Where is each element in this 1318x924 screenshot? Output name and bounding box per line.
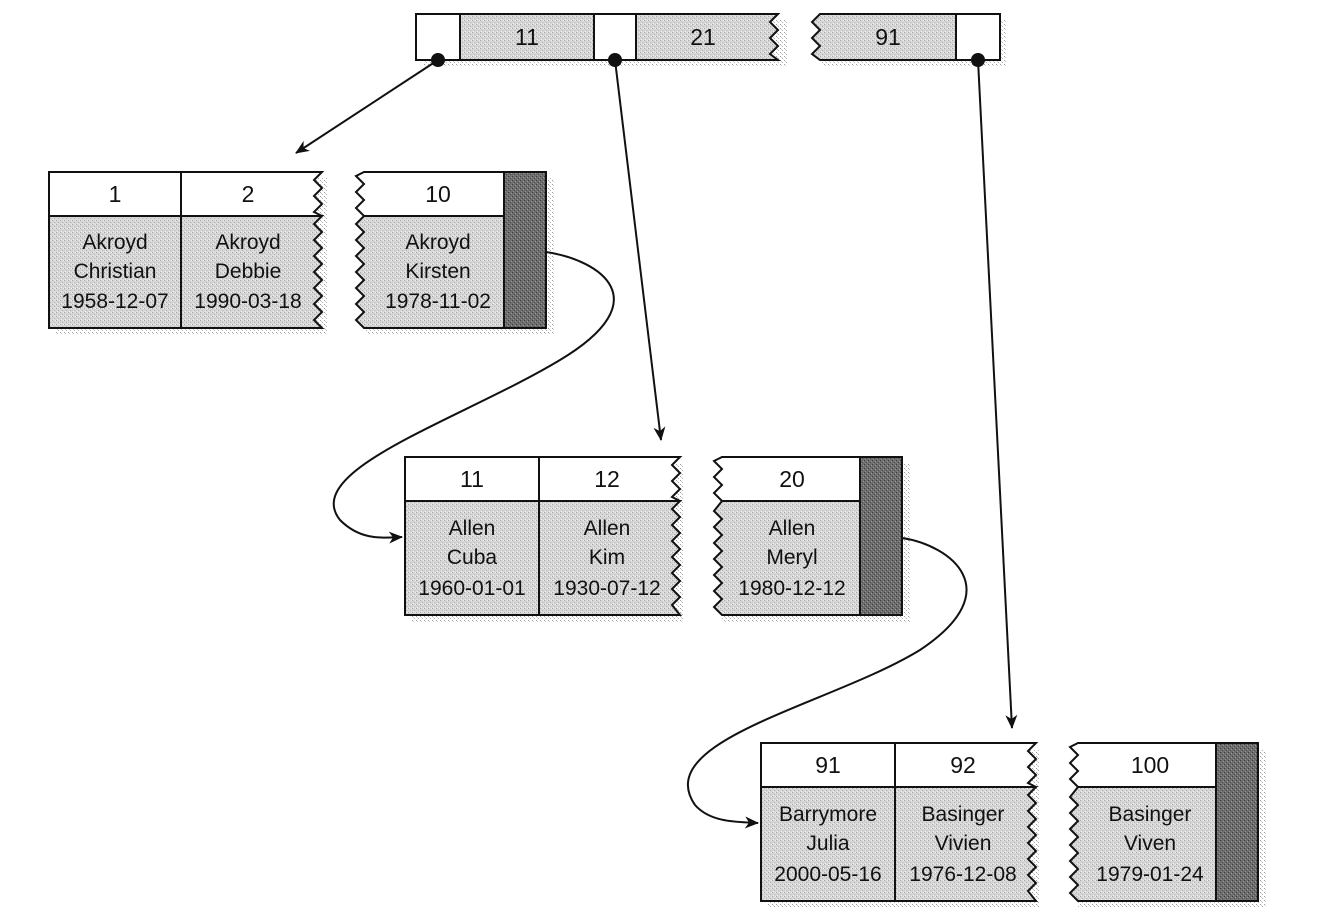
leaf-link-arrow-1 bbox=[332, 251, 615, 544]
leaf-3-rec-2-date: 1976-12-08 bbox=[909, 863, 1016, 886]
leaf-link-arrow-2 bbox=[686, 537, 968, 829]
leaf-2-rec-2-last: Allen bbox=[584, 517, 631, 540]
leaf-node-3: 91 92 100 Barrymore Julia 2000-05-16 Bas… bbox=[760, 742, 1266, 908]
leaf-3-rec-1-first: Julia bbox=[806, 832, 850, 855]
pointer-arrow-leaf-1 bbox=[295, 59, 439, 154]
leaf-1-rec-3-date: 1978-11-02 bbox=[385, 290, 491, 313]
leaf-1-rec-3-first: Kirsten bbox=[405, 260, 470, 283]
leaf-2-next-pointer bbox=[859, 456, 903, 616]
leaf-3-rec-2-first: Vivien bbox=[935, 832, 992, 855]
leaf-1-record-cell-2 bbox=[180, 215, 325, 329]
leaf-1-key-1: 1 bbox=[109, 181, 122, 207]
leaf-1-rec-2-first: Debbie bbox=[215, 260, 282, 283]
leaf-2-record-cell-3 bbox=[712, 500, 861, 616]
leaf-1-rec-1-last: Akroyd bbox=[82, 231, 147, 254]
root-key-2: 21 bbox=[690, 24, 716, 50]
leaf-3-key-1: 91 bbox=[815, 752, 841, 778]
leaf-2-rec-3-date: 1980-12-12 bbox=[738, 577, 845, 600]
leaf-2-rec-1-last: Allen bbox=[449, 517, 496, 540]
leaf-2-rec-1-first: Cuba bbox=[447, 546, 498, 569]
leaf-3-next-pointer bbox=[1215, 742, 1259, 902]
root-pointer-cell-3 bbox=[955, 13, 1001, 61]
leaf-3-rec-3-first: Viven bbox=[1124, 832, 1176, 855]
leaf-2-key-2: 12 bbox=[594, 466, 620, 492]
root-key-cell-2 bbox=[635, 13, 781, 61]
leaf-3-record-cell-2 bbox=[894, 786, 1039, 902]
leaf-3-rec-2-last: Basinger bbox=[922, 803, 1005, 826]
leaf-1-rec-3-last: Akroyd bbox=[405, 231, 470, 254]
leaf-1-rec-2-last: Akroyd bbox=[215, 231, 280, 254]
root-key-3: 91 bbox=[875, 24, 901, 50]
leaf-2-key-1: 11 bbox=[460, 466, 484, 492]
leaf-node-1: 1 2 10 Akroyd Christian 1958-12-07 Akroy… bbox=[48, 171, 554, 334]
root-node: 11 21 91 bbox=[415, 13, 1006, 67]
leaf-2-record-cell-2 bbox=[538, 500, 683, 616]
leaf-1-rec-1-first: Christian bbox=[74, 260, 157, 283]
leaf-3-key-3: 100 bbox=[1131, 752, 1169, 778]
leaf-3-rec-3-last: Basinger bbox=[1109, 803, 1192, 826]
leaf-node-2: 11 12 20 Allen Cuba 1960-01-01 Allen Kim… bbox=[404, 456, 910, 622]
leaf-3-key-cell-1 bbox=[760, 742, 896, 788]
leaf-1-key-3: 10 bbox=[425, 181, 451, 207]
leaf-3-rec-1-date: 2000-05-16 bbox=[774, 863, 881, 886]
leaf-1-record-cell-3 bbox=[354, 215, 505, 329]
pointer-arrow-leaf-3 bbox=[977, 59, 1018, 729]
leaf-2-rec-2-date: 1930-07-12 bbox=[553, 577, 660, 600]
leaf-1-key-2: 2 bbox=[242, 181, 255, 207]
leaf-3-rec-3-date: 1979-01-24 bbox=[1096, 863, 1204, 886]
leaf-1-record-cell-1 bbox=[48, 215, 182, 329]
leaf-3-key-2: 92 bbox=[950, 752, 976, 778]
leaf-2-rec-3-last: Allen bbox=[769, 517, 816, 540]
leaf-1-next-pointer bbox=[503, 171, 547, 329]
root-key-1: 11 bbox=[515, 24, 539, 50]
leaf-2-rec-1-date: 1960-01-01 bbox=[418, 577, 525, 600]
leaf-2-key-3: 20 bbox=[779, 466, 805, 492]
leaf-2-rec-3-first: Meryl bbox=[766, 546, 817, 569]
leaf-3-rec-1-last: Barrymore bbox=[779, 803, 877, 826]
leaf-3-record-cell-3 bbox=[1068, 786, 1217, 902]
leaf-2-record-cell-1 bbox=[404, 500, 540, 616]
leaf-1-key-cell-1 bbox=[48, 171, 182, 217]
leaf-2-rec-2-first: Kim bbox=[589, 546, 625, 569]
leaf-1-rec-2-date: 1990-03-18 bbox=[194, 290, 301, 313]
pointer-arrow-leaf-2 bbox=[614, 59, 666, 441]
leaf-1-rec-1-date: 1958-12-07 bbox=[61, 290, 168, 313]
